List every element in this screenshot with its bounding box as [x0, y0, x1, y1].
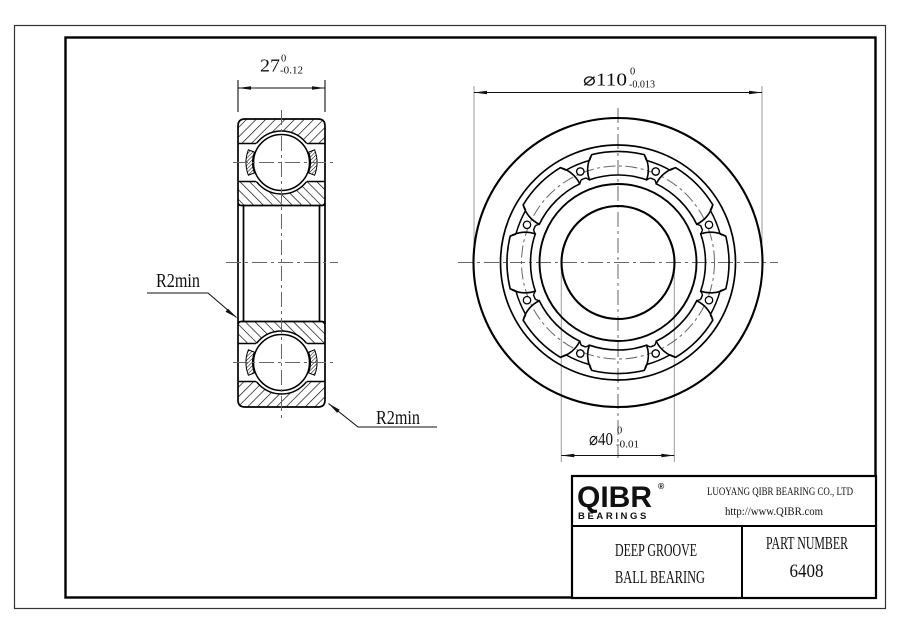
cage-bridge-outer — [646, 159, 671, 171]
dim-od-value: ⌀110 — [583, 70, 627, 90]
fillet-leader-left: R2min — [147, 271, 237, 318]
product-name-line2: BALL BEARING — [615, 567, 705, 587]
dim-width-tol-upper: 0 — [281, 54, 286, 65]
front-view — [458, 86, 778, 462]
brand-logo: QIBR ® BEARINGS — [577, 481, 665, 522]
ball-pocket — [586, 344, 650, 375]
dim-bore-value: ⌀40 — [589, 429, 613, 449]
drawing-frame — [13, 24, 887, 610]
dim-bore: ⌀40 0 -0.01 — [561, 426, 675, 458]
bore-circle — [560, 204, 676, 321]
dim-width-value: 27 — [260, 56, 280, 76]
dim-bore-tol-lower: -0.01 — [616, 440, 639, 451]
dim-od-tol-upper: 0 — [630, 67, 635, 78]
cage-bridge-inner — [580, 344, 586, 348]
registered-trademark-icon: ® — [658, 481, 665, 491]
cage-bridge-inner — [699, 225, 704, 231]
leader-arrow-icon — [328, 403, 340, 413]
rivet-icon — [651, 167, 661, 176]
cage-bridge-inner — [650, 177, 656, 181]
outer-border — [13, 24, 887, 610]
ball-pocket — [506, 231, 537, 294]
dim-outer-diameter: ⌀110 0 -0.013 — [474, 67, 762, 95]
title-block-border — [570, 474, 878, 600]
logo-subtext: BEARINGS — [578, 511, 649, 522]
ball-pocket — [522, 166, 581, 226]
cage-bridge-inner — [580, 177, 586, 181]
outer-ring-inner-circle — [499, 144, 737, 381]
company-website: http://www.QIBR.com — [725, 504, 824, 518]
dim-od-tol-lower: -0.013 — [629, 80, 655, 91]
fillet-leader-right: R2min — [328, 403, 437, 429]
outer-diameter-circle — [472, 116, 764, 409]
rivet-icon — [575, 349, 585, 358]
rivet-icon — [704, 220, 714, 230]
cage-bridge-inner — [532, 225, 537, 231]
ball-pocket — [655, 299, 714, 359]
cage-strip — [245, 349, 256, 376]
inner-border — [64, 36, 877, 599]
section-view — [226, 110, 338, 420]
ball-pocket — [586, 150, 650, 181]
fillet-label-left: R2min — [156, 271, 200, 292]
product-name-line1: DEEP GROOVE — [615, 540, 697, 560]
ball-pocket — [655, 166, 714, 226]
cage-strip — [245, 149, 256, 176]
inner-ring-shoulder-circle — [538, 183, 698, 342]
cage-bridge-inner — [532, 294, 537, 300]
company-name: LUOYANG QIBR BEARING CO., LTD — [707, 484, 853, 498]
pitch-circle — [521, 165, 715, 360]
cage-bridge-inner — [650, 344, 656, 348]
part-number-value: 6408 — [790, 561, 824, 582]
cage-bridge-inner — [699, 294, 704, 300]
ball-pocket — [522, 299, 581, 359]
rivet-icon — [575, 167, 585, 176]
logo-text: QIBR — [577, 481, 652, 514]
rivet-icon — [522, 295, 532, 305]
ball-pocket — [699, 231, 730, 294]
dim-width: 27 0 -0.12 — [237, 54, 326, 112]
rivet-icon — [704, 295, 714, 305]
rivet-icon — [522, 220, 532, 230]
leader-arrow-icon — [225, 308, 237, 318]
fillet-label-right: R2min — [376, 408, 420, 429]
rivet-icon — [651, 349, 661, 358]
cage-front — [506, 150, 730, 375]
dim-bore-tol-upper: 0 — [617, 426, 622, 437]
title-block: QIBR ® BEARINGS LUOYANG QIBR BEARING CO.… — [570, 474, 878, 600]
part-number-label: PART NUMBER — [766, 533, 848, 553]
dim-width-tol-lower: -0.12 — [280, 66, 303, 77]
